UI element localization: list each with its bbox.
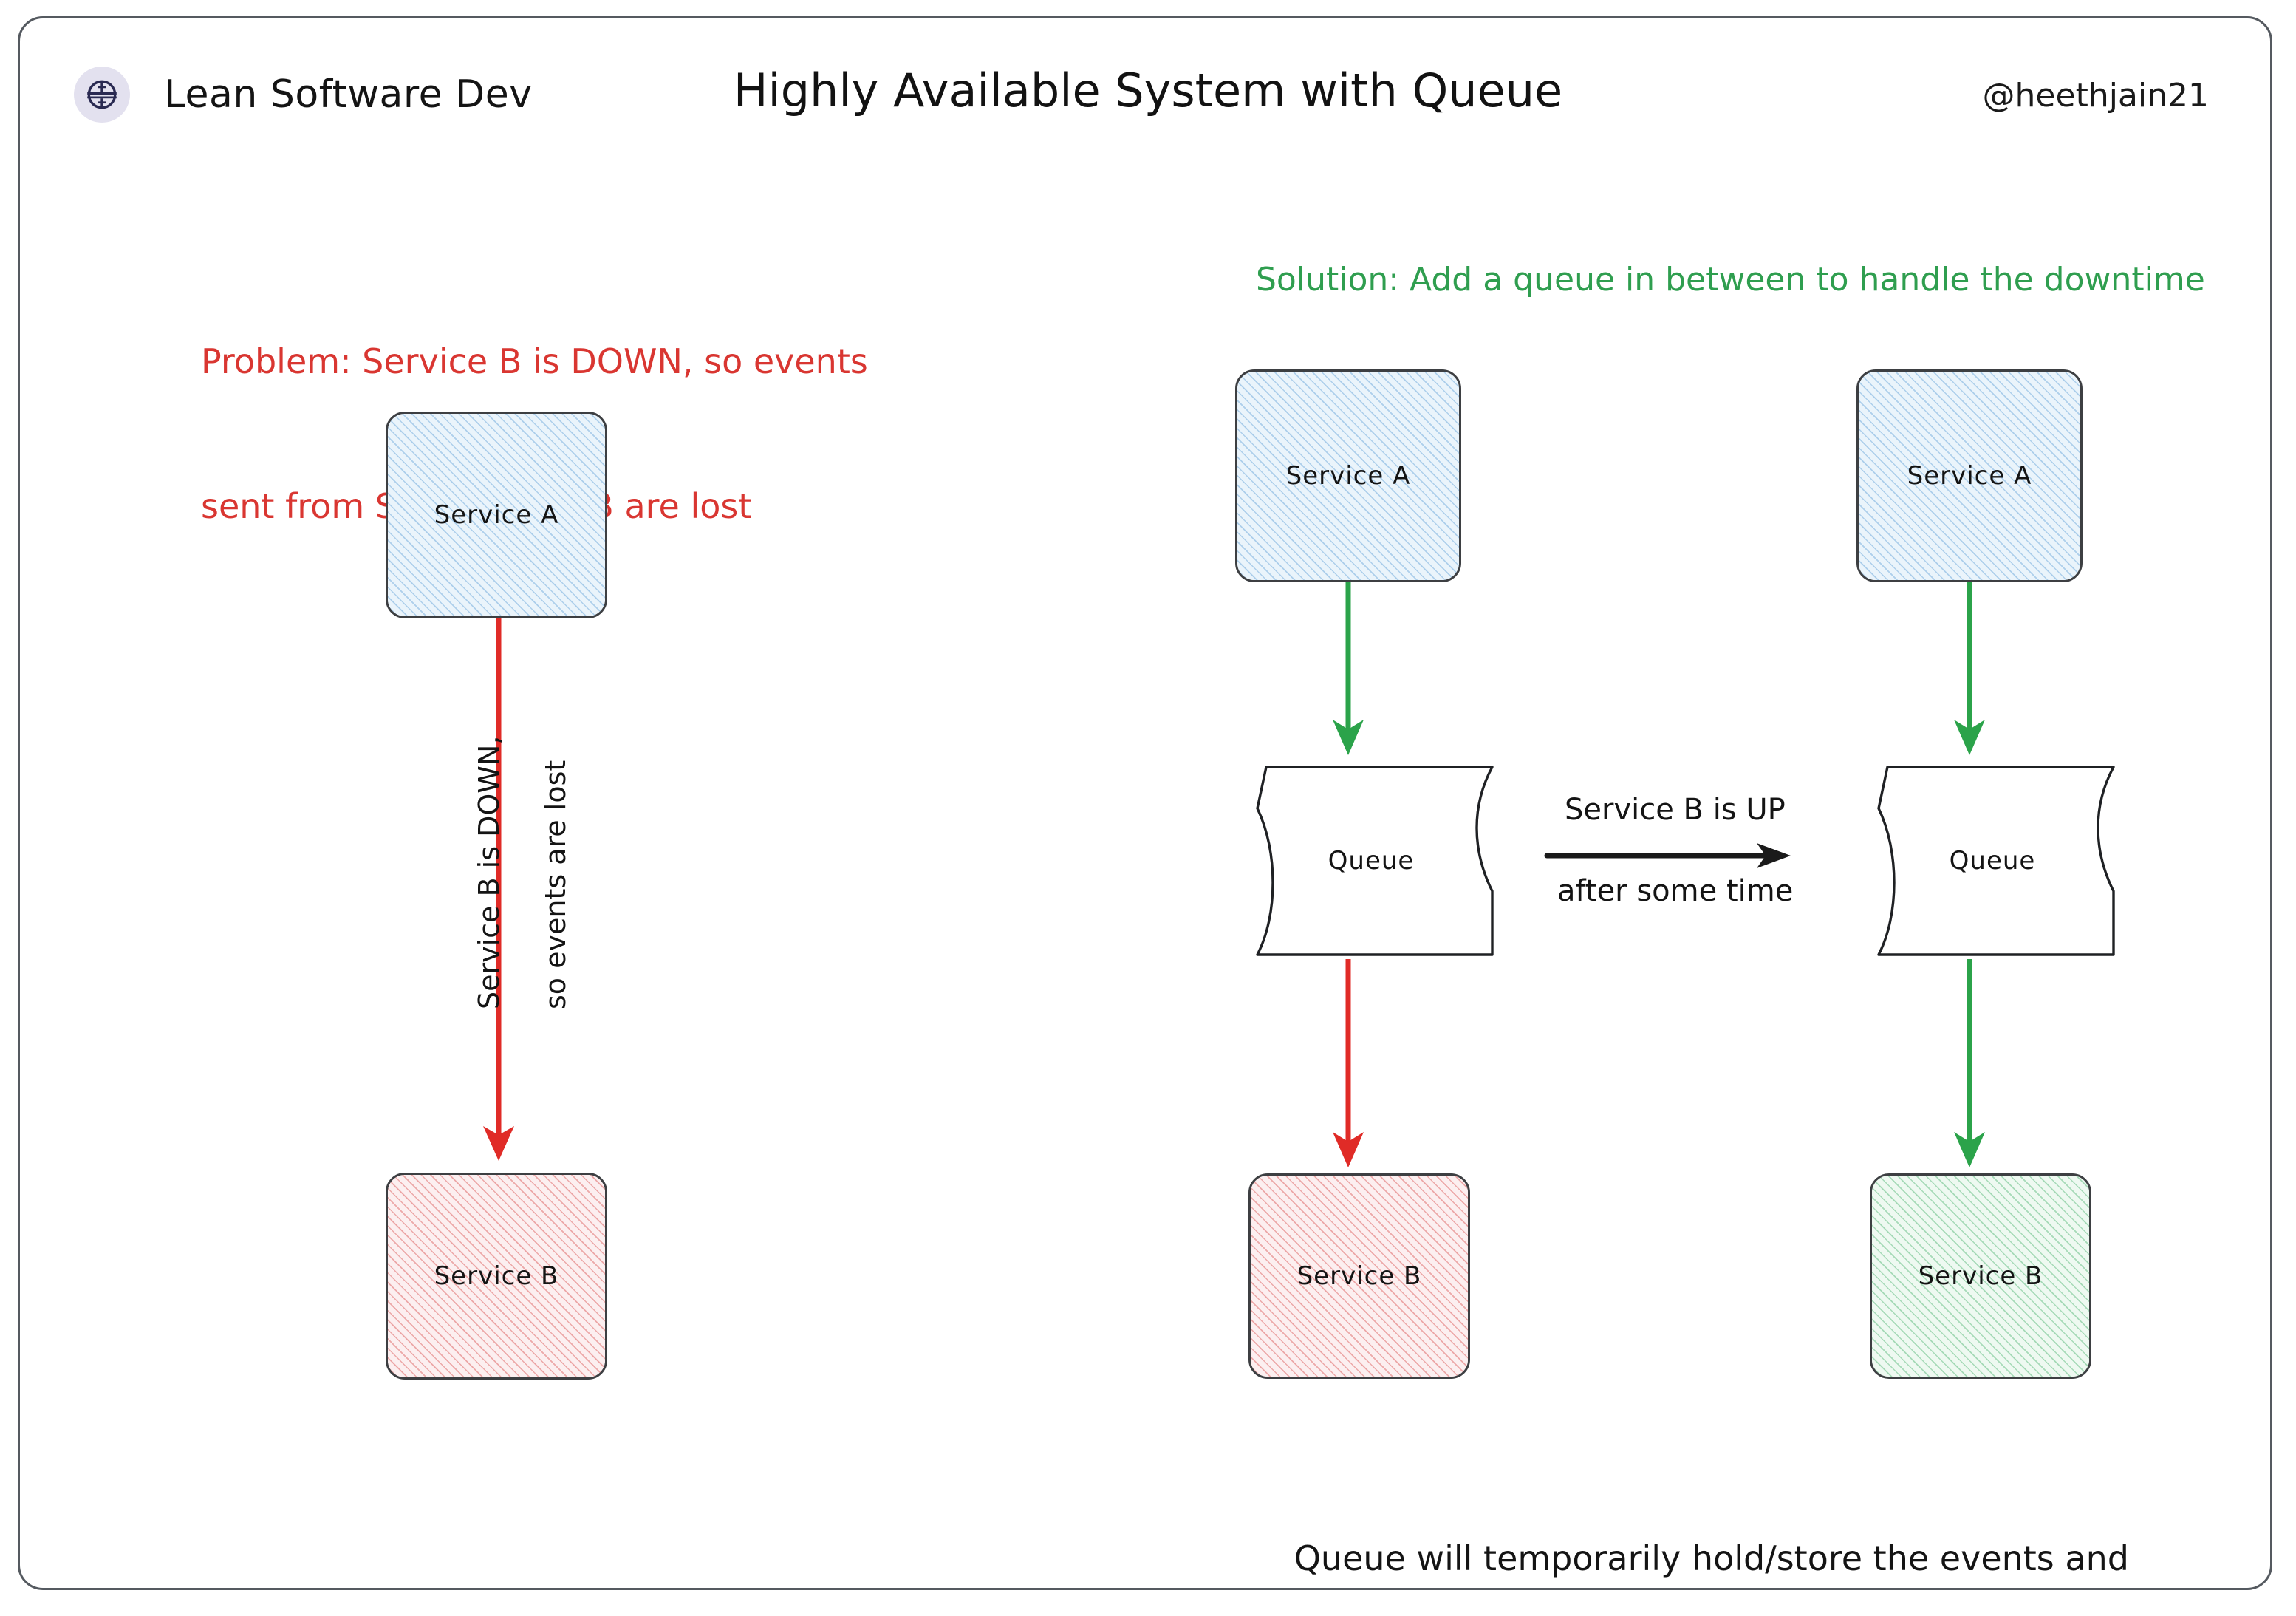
right-after-service-b-label: Service B	[1918, 1261, 2043, 1291]
right-before-service-a-node[interactable]: Service A	[1235, 369, 1461, 582]
left-service-b-node[interactable]: Service B	[386, 1173, 607, 1380]
right-after-service-b-node[interactable]: Service B	[1870, 1173, 2091, 1379]
globe-grid-icon	[87, 80, 117, 109]
transition-arrow	[1544, 843, 1791, 868]
left-arrow-label-line2: so events are lost	[539, 760, 572, 1009]
hatch-fill-blue	[1237, 372, 1459, 580]
right-before-service-a-label: Service A	[1285, 461, 1411, 491]
problem-caption-line1: Problem: Service B is DOWN, so events	[201, 341, 868, 381]
hatch-fill-red	[1251, 1176, 1468, 1377]
transition-label-below: after some time	[1557, 874, 1794, 908]
right-before-service-b-node[interactable]: Service B	[1248, 1173, 1470, 1379]
transition-label-above: Service B is UP	[1565, 793, 1786, 827]
left-arrow-label-line1: Service B is DOWN,	[473, 735, 505, 1009]
right-after-queue-label: Queue	[1949, 846, 2036, 876]
queue-footnote-line1: Queue will temporarily hold/store the ev…	[1294, 1538, 2129, 1578]
right-after-queue-node[interactable]: Queue	[1867, 763, 2118, 959]
queue-shape	[1256, 766, 1494, 956]
right-before-queue-label: Queue	[1328, 846, 1415, 876]
right-after-queue-to-b-arrow	[1954, 959, 1985, 1167]
right-after-service-a-node[interactable]: Service A	[1856, 369, 2083, 582]
hatch-fill-blue	[1859, 372, 2080, 580]
solution-caption: Solution: Add a queue in between to hand…	[1256, 261, 2205, 299]
right-before-service-b-label: Service B	[1296, 1261, 1422, 1291]
left-service-a-label: Service A	[434, 500, 559, 530]
left-service-a-node[interactable]: Service A	[386, 412, 607, 618]
brand-name: Lean Software Dev	[164, 72, 533, 117]
hatch-fill-blue	[388, 414, 605, 616]
hatch-fill-red	[388, 1175, 605, 1377]
queue-footnote: Queue will temporarily hold/store the ev…	[1278, 1438, 2145, 1616]
left-a-to-b-arrow	[483, 618, 514, 1161]
brand-logo-badge	[74, 67, 130, 123]
right-after-a-to-queue-arrow	[1954, 582, 1985, 755]
right-after-service-a-label: Service A	[1907, 461, 2032, 491]
right-before-a-to-queue-arrow	[1333, 582, 1364, 755]
right-before-queue-to-b-arrow	[1333, 959, 1364, 1167]
right-before-queue-node[interactable]: Queue	[1246, 763, 1497, 959]
author-handle: @heethjain21	[1982, 77, 2209, 115]
queue-shape	[1877, 766, 2115, 956]
page-title: Highly Available System with Queue	[733, 64, 1563, 117]
left-service-b-label: Service B	[434, 1261, 559, 1291]
hatch-fill-green	[1872, 1176, 2089, 1377]
